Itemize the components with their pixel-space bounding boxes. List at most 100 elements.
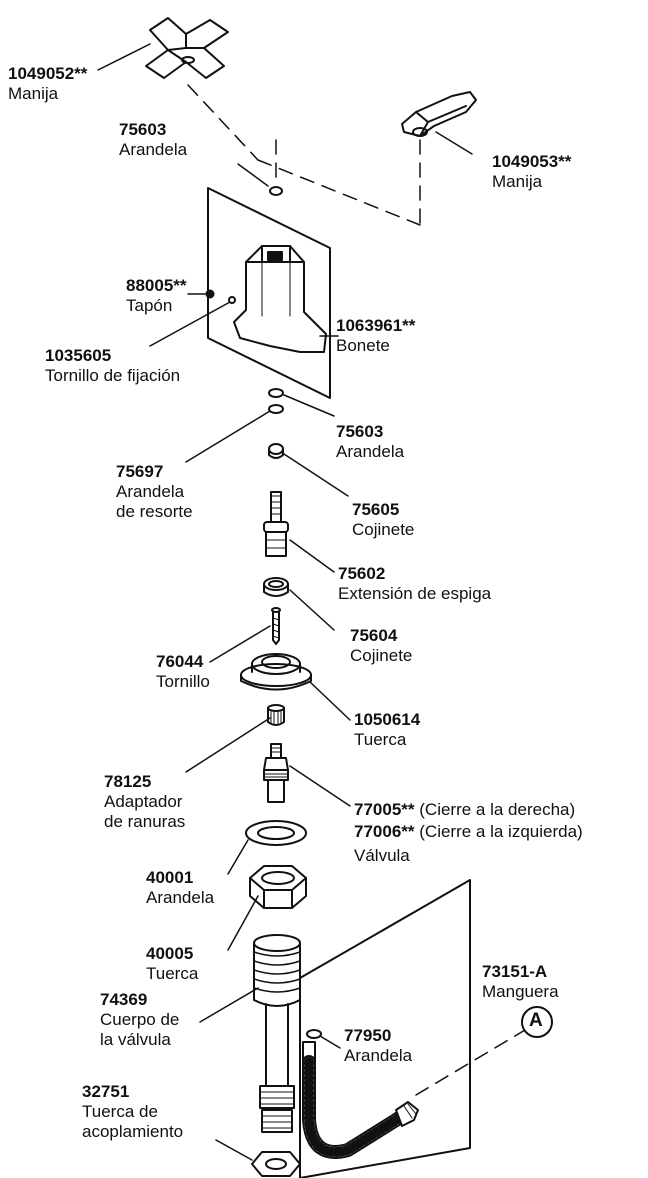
lever-handle-1049053 [401, 91, 477, 137]
part-desc-line1: Cuerpo de [100, 1010, 180, 1029]
hex-nut-40005 [249, 865, 307, 909]
part-desc-line1: Adaptador [104, 792, 183, 811]
plug-88005 [205, 289, 215, 299]
bonnet-1063961 [233, 245, 327, 353]
part-number: 73151-A [482, 962, 548, 981]
label-75697: 75697 Arandela de resorte [116, 462, 193, 522]
cross-handle-1049052 [145, 17, 229, 79]
part-number: 75605 [352, 500, 400, 519]
label-1049053: 1049053** Manija [492, 152, 571, 192]
label-88005: 88005** Tapón [126, 276, 187, 316]
part-number: 77005** [354, 800, 415, 819]
label-75604: 75604 Cojinete [350, 626, 412, 666]
part-number: 88005** [126, 276, 187, 295]
label-1049052: 1049052** Manija [8, 64, 87, 104]
part-desc-line2: acoplamiento [82, 1122, 184, 1141]
label-77005: 77005** (Cierre a la derecha) [354, 800, 575, 820]
label-77950: 77950 Arandela [344, 1026, 412, 1066]
part-number: 40001 [146, 868, 194, 887]
label-77006: 77006** (Cierre a la izquierda) [354, 822, 583, 842]
callout-a-circle [521, 1006, 553, 1038]
bonnet-panel [207, 187, 331, 399]
part-desc: (Cierre a la derecha) [419, 800, 576, 819]
washer-75603-top [269, 186, 283, 196]
label-76044: 76044 Tornillo [156, 652, 210, 692]
part-number: 75603 [336, 422, 384, 441]
part-desc: Manguera [482, 982, 559, 1001]
part-desc: Tornillo [156, 672, 210, 691]
label-1035605: 1035605 Tornillo de fijación [45, 346, 180, 386]
flange-nut-1050614 [240, 653, 312, 691]
part-desc: Tornillo de fijación [45, 366, 181, 385]
part-desc-line2: de resorte [116, 502, 193, 521]
washer-77950 [306, 1029, 322, 1039]
hose-73151-A [302, 1041, 419, 1159]
spline-adapter-78125 [267, 704, 285, 726]
label-1050614: 1050614 Tuerca [354, 710, 420, 750]
part-desc: Cojinete [352, 520, 415, 539]
label-1063961: 1063961** Bonete [336, 316, 415, 356]
part-number: 1049052** [8, 64, 88, 83]
part-desc: Cojinete [350, 646, 413, 665]
part-number: 1063961** [336, 316, 416, 335]
label-75605: 75605 Cojinete [352, 500, 414, 540]
part-number: 76044 [156, 652, 204, 671]
part-desc: Tuerca [354, 730, 407, 749]
part-desc: (Cierre a la izquierda) [419, 822, 583, 841]
part-number: 1035605 [45, 346, 112, 365]
screw-76044 [271, 607, 281, 645]
part-number: 75604 [350, 626, 398, 645]
part-desc-line2: la válvula [100, 1030, 171, 1049]
part-desc: Extensión de espiga [338, 584, 492, 603]
part-number: 77006** [354, 822, 415, 841]
part-desc-line2: de ranuras [104, 812, 186, 831]
part-desc: Manija [8, 84, 59, 103]
part-number: 1050614 [354, 710, 421, 729]
part-number: 75697 [116, 462, 164, 481]
label-75602: 75602 Extensión de espiga [338, 564, 491, 604]
part-desc: Tapón [126, 296, 173, 315]
leader-lines [97, 43, 473, 1161]
valve-body-74369 [253, 934, 301, 1133]
part-number: 75603 [119, 120, 167, 139]
label-valvula: Válvula [354, 846, 410, 866]
part-number: 75602 [338, 564, 386, 583]
bearing-75604 [263, 577, 289, 597]
part-number: 77950 [344, 1026, 392, 1045]
label-78125: 78125 Adaptador de ranuras [104, 772, 185, 832]
valve-cartridge-77005 [263, 743, 289, 803]
coupling-nut-32751 [251, 1151, 301, 1177]
part-number: 1049053** [492, 152, 572, 171]
washer-75603-lower [268, 388, 284, 398]
part-desc: Manija [492, 172, 543, 191]
label-73151-A: 73151-A Manguera [482, 962, 559, 1002]
label-40005: 40005 Tuerca [146, 944, 198, 984]
part-number: 74369 [100, 990, 148, 1009]
label-74369: 74369 Cuerpo de la válvula [100, 990, 179, 1050]
dashed-assembly-lines [187, 84, 526, 1096]
part-number: 32751 [82, 1082, 130, 1101]
part-desc: Arandela [119, 140, 188, 159]
label-32751: 32751 Tuerca de acoplamiento [82, 1082, 183, 1142]
part-desc: Arandela [336, 442, 405, 461]
washer-40001 [245, 820, 307, 846]
part-number: 40005 [146, 944, 194, 963]
label-75603-lower: 75603 Arandela [336, 422, 404, 462]
spring-washer-75697 [268, 404, 284, 414]
callout-a-letter: A [529, 1010, 543, 1031]
part-desc-line1: Tuerca de [82, 1102, 158, 1121]
part-desc: Bonete [336, 336, 390, 355]
part-number: 78125 [104, 772, 152, 791]
part-desc: Tuerca [146, 964, 199, 983]
stem-extension-75602 [263, 491, 289, 557]
label-75603-top: 75603 Arandela [119, 120, 187, 160]
part-desc-line1: Arandela [116, 482, 185, 501]
bearing-75605 [268, 443, 284, 459]
hose-panel [299, 879, 471, 1178]
part-desc: Válvula [354, 846, 410, 865]
part-desc: Arandela [344, 1046, 413, 1065]
part-desc: Arandela [146, 888, 215, 907]
label-40001: 40001 Arandela [146, 868, 214, 908]
